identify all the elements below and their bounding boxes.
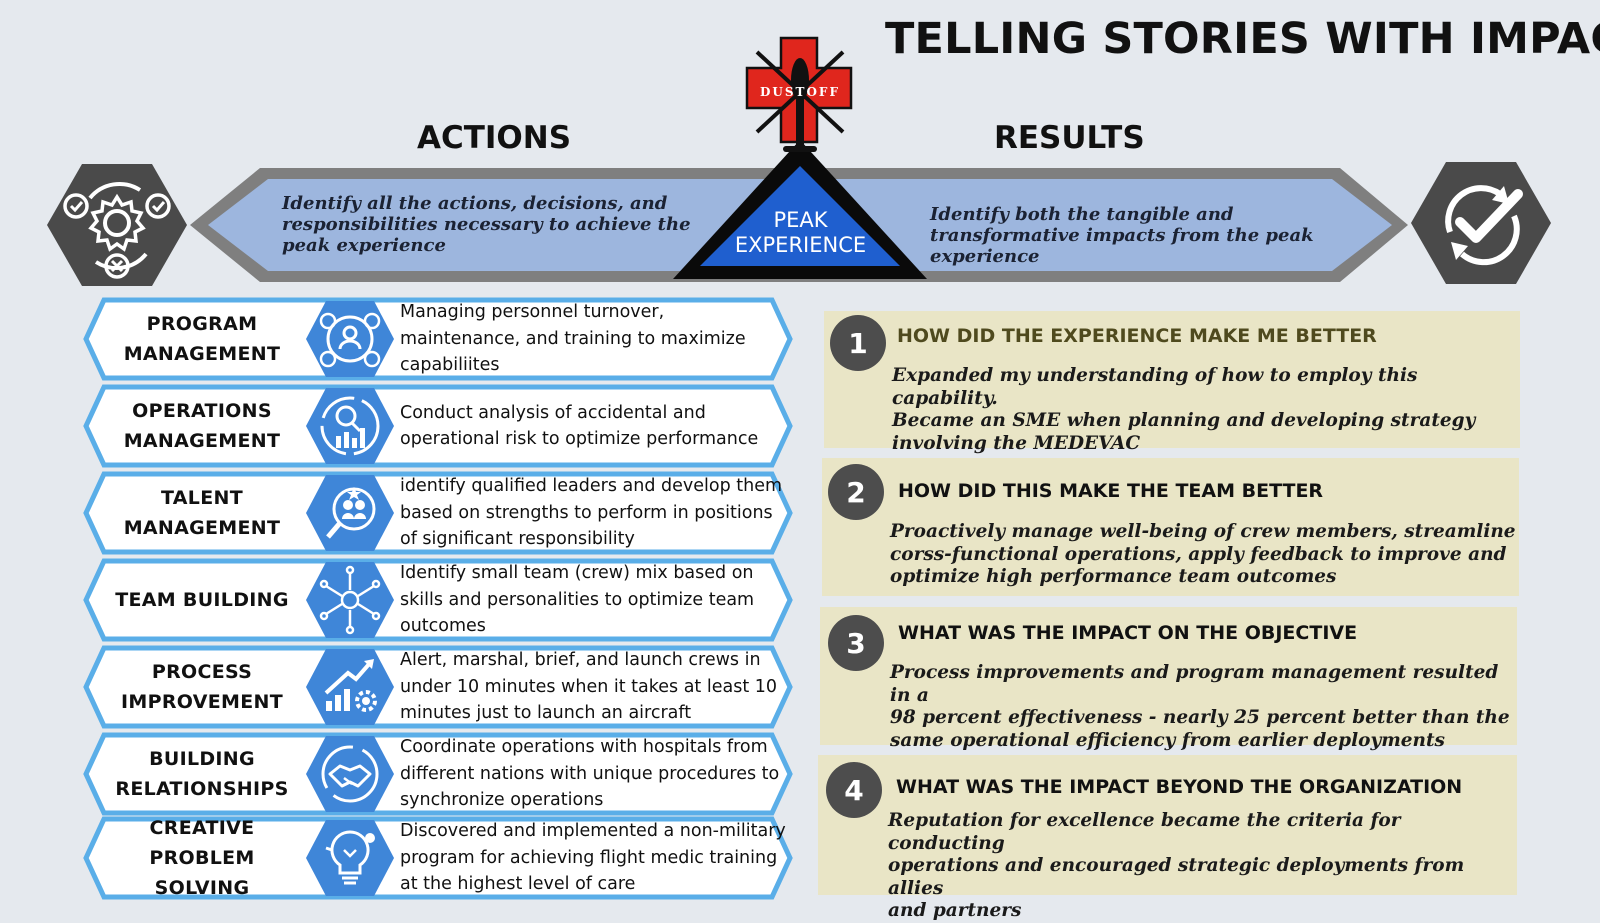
result-number: 4 [826, 762, 882, 818]
result-number: 2 [828, 464, 884, 520]
action-description: Alert, marshal, brief, and launch crews … [400, 650, 778, 724]
action-label-line: MANAGEMENT [123, 343, 281, 365]
result-answer: Proactively manage well-being of crew me… [890, 521, 1516, 589]
action-label-line: PROBLEM SOLVING [149, 847, 255, 899]
result-answer-line: Process improvements and program managem… [890, 662, 1499, 706]
program-management-icon [306, 301, 394, 377]
result-card-3: 3 WHAT WAS THE IMPACT ON THE OBJECTIVE P… [820, 607, 1517, 751]
action-description: Managing personnel turnover, maintenance… [400, 302, 746, 376]
action-label-line: IMPROVEMENT [121, 691, 283, 713]
row-frame [83, 297, 793, 381]
action-label-line: PROGRAM [146, 313, 258, 335]
result-card-4: 4 WHAT WAS THE IMPACT BEYOND THE ORGANIZ… [818, 755, 1517, 921]
team-circle-icon [306, 562, 394, 638]
result-answer-line: same operational efficiency from earlier… [890, 729, 1445, 751]
result-question: WHAT WAS THE IMPACT BEYOND THE ORGANIZAT… [896, 776, 1463, 798]
action-label: PROGRAM MANAGEMENT [102, 297, 302, 381]
action-description: Discovered and implemented a non-militar… [400, 821, 786, 895]
peak-line-2: EXPERIENCE [734, 233, 867, 257]
gear-checklist-icon [47, 164, 187, 286]
action-row-building-relationships: BUILDING RELATIONSHIPS Coordinate operati… [82, 732, 794, 816]
action-label-line: TALENT [161, 487, 243, 509]
action-label-line: RELATIONSHIPS [115, 778, 289, 800]
action-label-line: PROCESS [151, 661, 253, 683]
actions-heading: ACTIONS [417, 120, 572, 156]
result-answer: Expanded my understanding of how to empl… [892, 365, 1520, 455]
action-label: TALENT MANAGEMENT [102, 471, 302, 555]
action-label-line: BUILDING [149, 748, 255, 770]
row-frame [83, 471, 793, 555]
dustoff-logo: DUSTOFF [745, 36, 853, 152]
action-row-team-building: TEAM BUILDING Identify small team (crew)… [82, 558, 794, 642]
action-row-operations-management: OPERATIONS MANAGEMENT Conduct analysis of… [82, 384, 794, 468]
action-label-line: MANAGEMENT [123, 517, 281, 539]
result-answer-line: Reputation for excellence became the cri… [888, 810, 1401, 854]
action-label: CREATIVE PROBLEM SOLVING [102, 816, 302, 900]
analysis-chart-icon [306, 388, 394, 464]
row-frame [83, 645, 793, 729]
action-description: Identify small team (crew) mix based on … [400, 563, 755, 637]
result-number: 1 [830, 315, 886, 371]
results-heading: RESULTS [994, 120, 1145, 156]
result-answer-line: Became an SME when planning and developi… [892, 410, 1476, 431]
action-row-creative-problem-solving: CREATIVE PROBLEM SOLVING Discovered and i… [82, 816, 794, 900]
result-answer-line: involving the MEDEVAC [892, 432, 1141, 454]
result-answer: Reputation for excellence became the cri… [888, 810, 1517, 923]
action-label-line: OPERATIONS [132, 400, 272, 422]
result-answer-line: operations and encouraged strategic depl… [888, 855, 1465, 899]
result-answer-line: 98 percent effectiveness - nearly 25 per… [890, 707, 1510, 728]
action-row-program-management: PROGRAM MANAGEMENT Managing personnel tur… [82, 297, 794, 381]
action-label: TEAM BUILDING [102, 558, 302, 642]
action-row-process-improvement: PROCESS IMPROVEMENT Alert, marshal, brief… [82, 645, 794, 729]
result-question: WHAT WAS THE IMPACT ON THE OBJECTIVE [898, 622, 1358, 644]
action-label-line: MANAGEMENT [123, 430, 281, 452]
result-answer-line: Expanded my understanding of how to empl… [892, 365, 1418, 409]
check-cycle-icon [1411, 162, 1551, 284]
result-number: 3 [828, 615, 884, 671]
results-banner-text: Identify both the tangible and transform… [930, 204, 1314, 267]
peak-line-1: PEAK [773, 208, 828, 232]
page-title: TELLING STORIES WITH IMPACT [885, 14, 1600, 64]
result-answer: Process improvements and program managem… [890, 662, 1517, 752]
logo-text: DUSTOFF [760, 85, 840, 99]
action-label-line: CREATIVE [149, 817, 255, 839]
idea-bulb-icon [306, 820, 394, 896]
action-label: PROCESS IMPROVEMENT [102, 645, 302, 729]
row-frame [83, 384, 793, 468]
result-answer-line: and partners [888, 900, 1022, 921]
growth-gear-icon [306, 649, 394, 725]
peak-triangle [673, 140, 927, 279]
result-answer-line: corss-functional operations, apply feedb… [890, 543, 1507, 565]
action-row-talent-management: TALENT MANAGEMENT identify qualified lead… [82, 471, 794, 555]
result-answer-line: Proactively manage well-being of crew me… [890, 521, 1516, 542]
actions-banner-text: Identify all the actions, decisions, and… [282, 193, 691, 256]
action-description: identify qualified leaders and develop t… [400, 476, 783, 550]
result-answer-line: optimize high performance team outcomes [890, 566, 1337, 587]
action-label: BUILDING RELATIONSHIPS [102, 732, 302, 816]
action-label: OPERATIONS MANAGEMENT [102, 384, 302, 468]
action-description: Conduct analysis of accidental and opera… [400, 402, 759, 450]
peak-experience-label: PEAK EXPERIENCE [713, 208, 888, 258]
result-card-2: 2 HOW DID THIS MAKE THE TEAM BETTER Proa… [822, 458, 1519, 596]
action-description: Coordinate operations with hospitals fro… [400, 737, 780, 811]
result-question: HOW DID THE EXPERIENCE MAKE ME BETTER [897, 325, 1377, 347]
row-frame [83, 816, 793, 900]
result-question: HOW DID THIS MAKE THE TEAM BETTER [898, 480, 1324, 502]
row-frame [83, 558, 793, 642]
talent-search-icon [306, 475, 394, 551]
result-card-1: 1 HOW DID THE EXPERIENCE MAKE ME BETTER … [824, 311, 1520, 454]
row-frame [83, 732, 793, 816]
handshake-icon [306, 736, 394, 812]
action-label-line: TEAM BUILDING [115, 589, 289, 611]
